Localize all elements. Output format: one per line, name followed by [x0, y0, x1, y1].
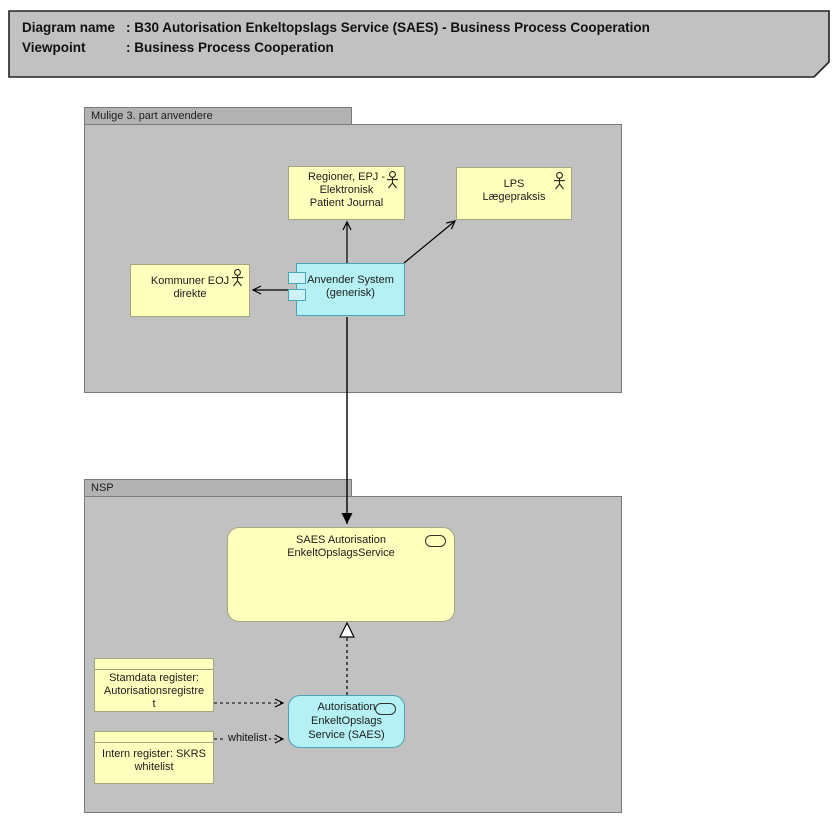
edge-whitelist-label: whitelist — [226, 732, 270, 744]
group-third-party-tab[interactable]: Mulige 3. part anvendere — [84, 107, 352, 125]
node-label-line: Stamdata register: — [109, 672, 199, 684]
node-label-line: Patient Journal — [309, 197, 384, 209]
node-label-line: (generisk) — [326, 287, 375, 299]
realization-triangle — [339, 621, 355, 638]
service-icon — [425, 535, 446, 547]
node-regioner-epj[interactable]: Regioner, EPJ - Elektronisk Patient Jour… — [288, 166, 405, 220]
node-label-line: Intern register: SKRS — [102, 748, 206, 760]
node-label-line: SAES Autorisation — [296, 534, 386, 546]
node-label-line: Autorisationsregistre — [103, 685, 205, 697]
node-label-line: Autorisation — [317, 701, 376, 713]
service-icon — [375, 703, 396, 715]
title-line-1: Diagram name : B30 Autorisation Enkeltops… — [22, 18, 650, 38]
node-kommuner-eoj[interactable]: Kommuner EOJ direkte — [130, 264, 250, 317]
node-label-line: Kommuner EOJ — [150, 275, 230, 287]
node-intern-register[interactable]: Intern register: SKRS whitelist — [94, 731, 214, 784]
node-label-line: Regioner, EPJ - — [307, 171, 386, 183]
node-autorisation-service[interactable]: Autorisation EnkeltOpslags Service (SAES… — [288, 695, 405, 748]
actor-icon — [387, 171, 398, 189]
component-icon — [288, 272, 306, 284]
node-label-line: Elektronisk — [319, 184, 374, 196]
node-saes-service[interactable]: SAES Autorisation EnkeltOpslagsService — [227, 527, 455, 622]
node-label-line: LPS — [503, 178, 525, 190]
title-label-diagram-name: Diagram name — [22, 20, 116, 35]
object-top-bar — [95, 669, 213, 670]
group-nsp-tab[interactable]: NSP — [84, 479, 352, 497]
node-label-line: t — [152, 698, 156, 710]
node-label-line: EnkeltOpslagsService — [287, 547, 395, 559]
title-value-diagram-name: : B30 Autorisation Enkeltopslags Service… — [126, 20, 650, 35]
object-top-bar — [95, 742, 213, 743]
node-anvender-system[interactable]: Anvender System (generisk) — [288, 263, 405, 316]
group-third-party-label: Mulige 3. part anvendere — [91, 110, 213, 122]
node-label-line: EnkeltOpslags — [311, 715, 382, 727]
component-icon — [288, 289, 306, 301]
title-line-2: Viewpoint : Business Process Cooperation — [22, 38, 650, 58]
actor-icon — [232, 269, 243, 287]
node-lps[interactable]: LPS Lægepraksis — [456, 167, 572, 220]
node-label-line: Service (SAES) — [308, 729, 385, 741]
diagram-title: Diagram name : B30 Autorisation Enkeltops… — [22, 18, 650, 58]
node-stamdata-register[interactable]: Stamdata register: Autorisationsregistre… — [94, 658, 214, 712]
title-value-viewpoint: : Business Process Cooperation — [126, 40, 334, 55]
title-note-shape — [8, 10, 830, 78]
edge-anvender-lps — [403, 220, 457, 264]
node-label-line: Lægepraksis — [482, 191, 546, 203]
node-label-line: Anvender System — [307, 274, 394, 286]
group-nsp-label: NSP — [91, 482, 114, 494]
node-label-line: direkte — [173, 288, 207, 300]
title-label-viewpoint: Viewpoint — [22, 40, 86, 55]
actor-icon — [554, 172, 565, 190]
node-label-line: whitelist — [134, 761, 174, 773]
